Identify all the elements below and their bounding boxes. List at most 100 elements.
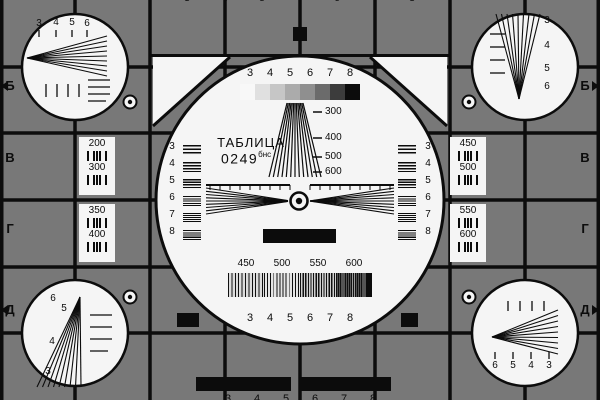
resolution-ticks: [458, 242, 478, 252]
bottom-scale-digit: 5: [286, 312, 294, 324]
frequency-burst-strip: [228, 273, 372, 297]
panel-number-400: 400: [88, 229, 106, 240]
resolution-ticks: [87, 175, 107, 185]
line-burst-patch: [398, 213, 416, 223]
top-center-black-square: [293, 27, 307, 41]
center-bullseye: [288, 190, 310, 212]
edge-letter-right-d: Д: [580, 302, 590, 317]
right-res-digit: 8: [425, 226, 431, 237]
corner-digit: 5: [69, 17, 75, 28]
corner-fan-bottom-left: [36, 296, 82, 388]
panel-number-500: 500: [459, 162, 477, 173]
vertical-frequency-wedge: [268, 102, 322, 178]
corner-digit: 5: [544, 63, 550, 74]
bottom-black-bar-left: [196, 377, 291, 391]
corner-marks-top-right: [490, 33, 505, 74]
resolution-ticks: [87, 242, 107, 252]
corner-digit: 4: [49, 336, 55, 347]
corner-digit: 6: [50, 293, 56, 304]
corner-digit: 6: [492, 360, 498, 371]
wedge-label-600: 600: [325, 166, 342, 177]
corner-fan-top-left: [26, 35, 108, 77]
corner-digit: 3: [36, 18, 42, 29]
bottom-partial-digit: 3: [224, 393, 232, 400]
bottom-partial-digit: 5: [282, 393, 290, 400]
corner-digit: 3: [544, 15, 550, 26]
edge-letter-right-g: Г: [581, 221, 589, 236]
edge-letter-left-g: Г: [6, 221, 14, 236]
panel-number-300: 300: [88, 162, 106, 173]
edge-letter-left-v: В: [5, 150, 15, 165]
top-partial-digit: 6: [331, 0, 343, 4]
left-res-digit: 3: [169, 141, 175, 152]
left-res-digit: 7: [169, 209, 175, 220]
line-burst-patch: [183, 196, 201, 206]
burst-label-500: 500: [273, 258, 291, 269]
grayscale-step-wedge: [240, 84, 360, 100]
edge-arrow-left-d: [1, 305, 8, 315]
left-res-digit: 4: [169, 158, 175, 169]
corner-marks-top-left: [38, 30, 110, 102]
lower-left-black-square: [177, 313, 199, 327]
edge-arrow-right-d: [592, 305, 599, 315]
panel-number-550: 550: [459, 205, 477, 216]
panel-number-200: 200: [88, 138, 106, 149]
diagonal-triangle-left: [151, 55, 232, 128]
lower-right-black-square: [401, 313, 418, 327]
corner-digit: 6: [544, 81, 550, 92]
corner-circle-bottom-right: [470, 278, 580, 388]
top-partial-digit: 5: [256, 0, 268, 4]
resolution-ticks: [87, 151, 107, 161]
top-partial-digit: 3: [181, 0, 193, 4]
corner-circle-bottom-left: [20, 278, 130, 388]
line-burst-patch: [183, 213, 201, 223]
bottom-partial-digit: 7: [340, 393, 348, 400]
top-scale-digit: 4: [266, 67, 274, 79]
resolution-ticks: [87, 218, 107, 228]
line-burst-patch: [183, 162, 201, 172]
side-panel-right-top: [450, 137, 486, 195]
reference-target-top-left: [122, 94, 138, 110]
edge-arrow-left-b: [1, 81, 8, 91]
card-number-block: 0249бнс: [221, 151, 283, 167]
right-res-digit: 5: [425, 175, 431, 186]
line-burst-patch: [183, 179, 201, 189]
bottom-black-bar-right: [299, 377, 391, 391]
bottom-partial-digit: 6: [311, 393, 319, 400]
top-partial-digit: 7: [369, 0, 381, 4]
resolution-ticks: [458, 151, 478, 161]
panel-number-600: 600: [459, 229, 477, 240]
corner-marks-bottom-left: [90, 314, 112, 352]
line-burst-patch: [183, 230, 201, 240]
burst-label-600: 600: [345, 258, 363, 269]
edge-arrow-right-b: [592, 81, 599, 91]
corner-digit: 4: [528, 360, 534, 371]
right-res-digit: 4: [425, 158, 431, 169]
wedge-label-500: 500: [325, 151, 342, 162]
side-panel-right-bottom: [450, 204, 486, 262]
side-panel-left-top: [79, 137, 115, 195]
top-scale-digit: 6: [306, 67, 314, 79]
line-burst-patch: [398, 145, 416, 155]
right-res-digit: 3: [425, 141, 431, 152]
side-panel-left-bottom: [79, 204, 115, 262]
bottom-scale-digit: 7: [326, 312, 334, 324]
wedge-label-ticks: [313, 111, 322, 173]
top-partial-digit: 4: [219, 0, 231, 4]
corner-digit: 3: [45, 366, 51, 377]
bottom-scale-digit: 8: [346, 312, 354, 324]
top-partial-digit: 8: [406, 0, 418, 4]
corner-digit: 5: [61, 303, 67, 314]
top-scale-digit: 5: [286, 67, 294, 79]
left-res-digit: 6: [169, 192, 175, 203]
center-right-fan: [308, 187, 395, 215]
line-burst-patch: [398, 196, 416, 206]
line-burst-patch: [398, 162, 416, 172]
edge-letter-right-b: Б: [580, 78, 590, 93]
card-title: ТАБЛИЦА: [217, 135, 285, 150]
burst-label-450: 450: [237, 258, 255, 269]
top-scale-digit: 3: [246, 67, 254, 79]
wedge-label-400: 400: [325, 132, 342, 143]
corner-digit: 3: [546, 360, 552, 371]
